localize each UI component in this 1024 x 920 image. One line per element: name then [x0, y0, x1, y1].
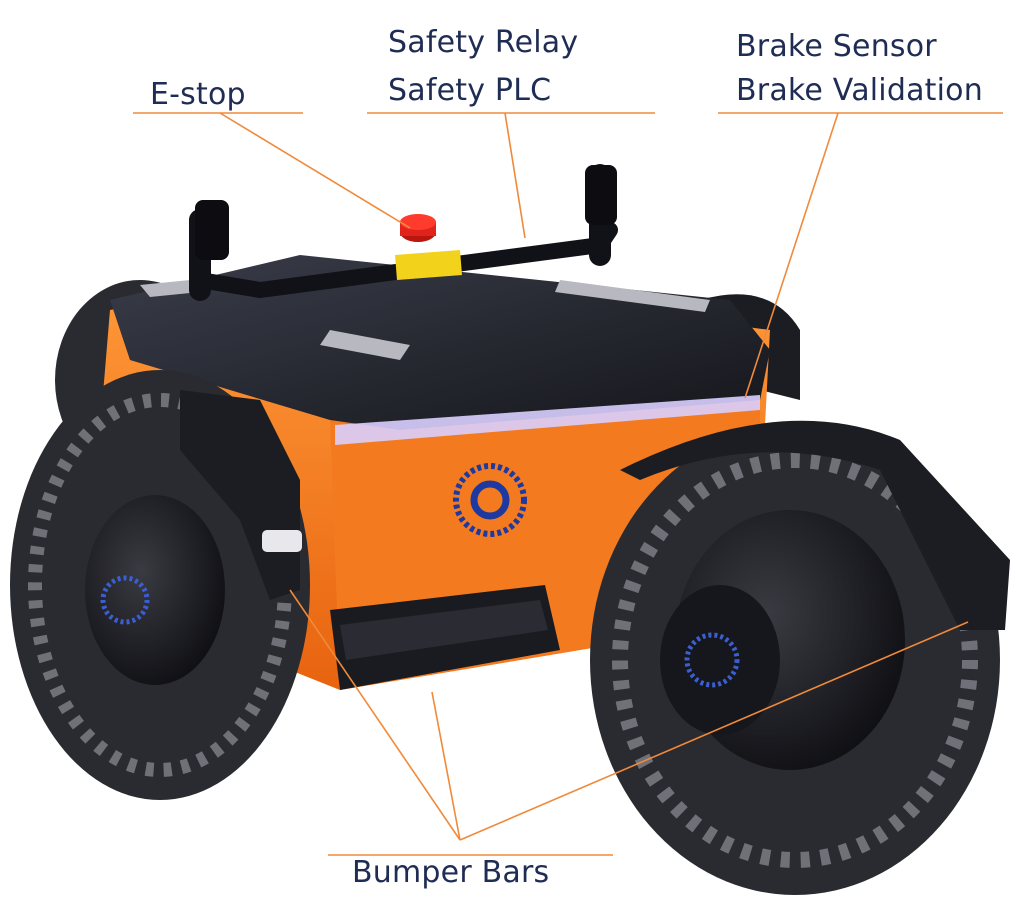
top-cover: [110, 255, 770, 445]
leader-lines: [133, 112, 1003, 856]
bumper-leader-right: [459, 621, 969, 841]
bumper-leader-left: [289, 589, 461, 841]
safety-plc-label: Safety PLC: [388, 73, 552, 108]
brake-sensor-label: Brake Sensor: [736, 29, 937, 64]
brake-validation-label: Brake Validation: [736, 73, 983, 108]
estop-button-icon: [395, 214, 462, 280]
company-logo-icon: [453, 463, 527, 537]
safety-relay-label: Safety Relay: [388, 25, 579, 60]
front-right-wheel: [590, 420, 1010, 895]
bumper-bars-label: Bumper Bars: [352, 855, 550, 890]
safety-leader: [504, 112, 526, 239]
front-left-wheel: [10, 370, 310, 800]
brake-leader: [744, 112, 839, 399]
front-bumper-bar: [330, 585, 560, 690]
estop-label: E-stop: [150, 77, 246, 112]
estop-leader: [219, 112, 411, 229]
bumper-leader-mid: [431, 691, 461, 841]
